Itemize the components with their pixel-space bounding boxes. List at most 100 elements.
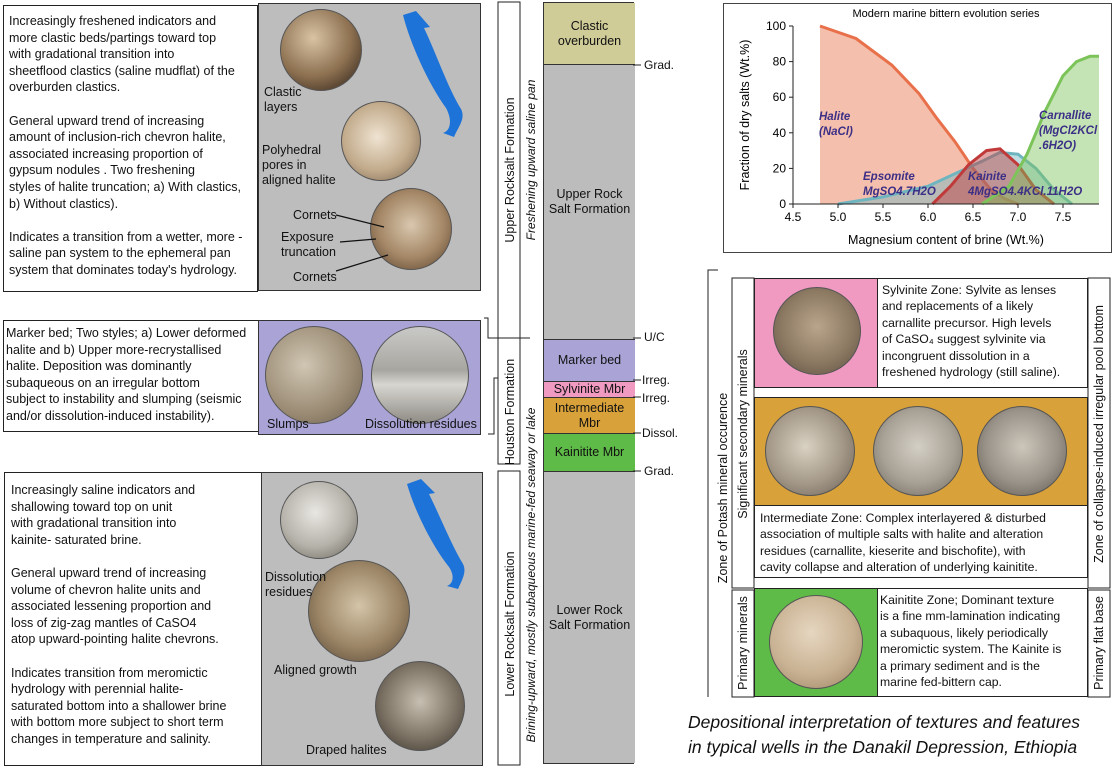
sylvinite-zone-box: Sylvinite Zone: Sylvite as lenses and re… [754,278,1088,388]
chart-title: Modern marine bittern evolution series [852,8,1040,20]
series-area-carnallite [982,56,1099,204]
y-tick-label: 60 [773,90,787,104]
series-label-kainite: Kainite [968,171,1007,183]
primary-flat-base-label: Primary flat base [1092,596,1106,690]
chart-plot-area [793,26,1099,204]
kainitite-color-panel [755,589,878,696]
chart-x-label: Magnesium content of brine (Wt.%) [848,233,1044,247]
potash-frame-lines [707,269,1111,698]
contact-ticks [633,64,641,472]
contact-uc: U/C [644,330,665,344]
brining-arrow-icon [407,479,465,589]
series-label-carnallite: Carnallite [1039,110,1092,122]
lower-panel-overlay [407,479,465,589]
x-tick-label: 7.0 [1010,210,1027,224]
marker-bed-segment: Marker bed [544,340,635,382]
y-tick-label: 100 [766,19,786,33]
slumps-label: Slumps [267,417,309,431]
exposure-truncation-label: Exposure truncation [281,230,336,259]
aligned-growth-label: Aligned growth [274,663,357,677]
secondary-minerals-label: Significant secondary minerals [736,349,750,519]
intermediate-photo-3 [977,406,1067,496]
slumps-photo [265,326,363,424]
clastic-overburden-segment: Clastic overburden [544,3,635,65]
x-tick-label: 7.5 [1055,210,1072,224]
series-label-carnallite: .6H2O) [1039,140,1076,152]
freshening-upward-label: Freshening upward saline pan [524,79,538,241]
intermediate-zone-box: Intermediate Zone: Complex interlayered … [754,397,1088,578]
sylvinite-zone-text: Sylvinite Zone: Sylvite as lenses and re… [882,283,1061,380]
primary-minerals-label: Primary minerals [736,596,750,690]
dissolution-residues-label: Dissolution residues [365,417,477,431]
polyhedral-pores-label: Polyhedral pores in aligned halite [262,143,336,187]
stratigraphic-column: Clastic overburden Upper Rock Salt Forma… [543,2,635,764]
dissolution-residues-photo [371,326,469,424]
x-tick-label: 6.0 [920,210,937,224]
x-tick-label: 5.0 [830,210,847,224]
figure-caption: Depositional interpretation of textures … [688,712,1081,757]
y-tick-label: 20 [773,161,787,175]
houston-formation-label: Houston Formation [503,358,517,466]
upper-unit-text-box: Increasingly freshened indicators and mo… [3,5,258,292]
marker-bed-text-box: Marker bed; Two styles; a) Lower deforme… [3,320,259,432]
clastic-layers-label: Clastic layers [264,85,302,114]
lower-unit-photo-panel: Dissolution residues Aligned growth Drap… [261,472,483,766]
marker-bed-description: Marker bed; Two styles; a) Lower deforme… [6,326,247,423]
series-area-epsomite [838,152,1072,204]
y-tick-label: 40 [773,126,787,140]
lower-unit-text-box: Increasingly saline indicators and shall… [4,472,262,766]
lower-unit-description: Increasingly saline indicators and shall… [11,483,227,746]
cornets-bottom-label: Cornets [293,270,337,284]
series-label-halite: Halite [819,111,851,123]
potash-occurrence-label: Zone of Potash mineral occurence [716,392,730,584]
column-brackets [484,1,530,766]
dissolution-residues-lower-photo [280,481,358,559]
collapse-pool-bottom-label: Zone of collapse-induced irregular pool … [1092,305,1106,563]
kainitite-zone-text: Kainitite Zone; Dominant texture is a fi… [880,593,1062,690]
intermediate-photo-1 [765,406,855,496]
sylvinite-photo [773,287,861,375]
intermediate-color-panel [755,398,1087,506]
draped-halites-label: Draped halites [306,743,387,757]
x-tick-label: 4.5 [785,210,802,224]
upper-unit-description: Increasingly freshened indicators and mo… [9,14,243,277]
series-line-carnallite [981,54,1099,206]
contact-grad-top: Grad. [644,58,675,72]
kainitite-zone-box: Kainitite Zone; Dominant texture is a fi… [754,588,1088,697]
contact-irreg-2: Irreg. [642,391,671,405]
bittern-chart: 4.5 5.0 5.5 6.0 6.5 7.0 7.5 0 20 40 60 80 100 Modern … [738,8,1099,247]
draped-halites-photo [375,661,465,751]
upper-rocksalt-formation-label: Upper Rocksalt Formation [503,97,517,243]
series-line-epsomite [837,150,1073,206]
intermediate-mbr-segment: Intermediate Mbr [544,398,635,434]
sylvinite-mbr-segment: Sylvinite Mbr [544,382,635,398]
x-tick-label: 5.5 [875,210,892,224]
series-area-kainite [932,148,1054,204]
series-label-kainite: 4MgSO4.4KCl.11H2O [967,186,1082,198]
cornets-top-label: Cornets [293,208,337,222]
upper-panel-overlay [335,11,463,272]
chart-y-label: Fraction of dry salts (Wt.%) [738,40,752,191]
lower-rocksalt-formation-label: Lower Rocksalt Formation [503,551,517,697]
series-label-carnallite: (MgCl2KCl [1039,125,1098,137]
series-label-epsomite: Epsomite [863,171,915,183]
y-tick-label: 80 [773,55,787,69]
brining-upward-label: Brining-upward, mostly subaqueous marine… [524,407,538,743]
kainitite-photo [769,595,863,689]
series-line-kainite [931,147,1055,206]
freshening-arrow-icon [403,11,463,137]
kainitite-mbr-segment: Kainitite Mbr [544,434,635,472]
intermediate-photo-2 [873,406,963,496]
sylvinite-color-panel [755,279,878,387]
y-tick-label: 0 [779,197,786,211]
series-label-halite: (NaCl) [819,126,853,138]
marker-bed-photo-panel: Slumps Dissolution residues [258,320,481,435]
contact-dissol: Dissol. [642,426,679,440]
aligned-growth-photo [308,560,410,662]
x-tick-label: 6.5 [965,210,982,224]
upper-rock-salt-segment: Upper Rock Salt Formation [544,65,635,340]
intermediate-zone-text: Intermediate Zone: Complex interlayered … [760,511,1046,575]
series-area-halite [820,26,1018,204]
polyhedral-pores-photo [341,101,421,181]
lower-rock-salt-segment: Lower Rock Salt Formation [544,472,635,763]
